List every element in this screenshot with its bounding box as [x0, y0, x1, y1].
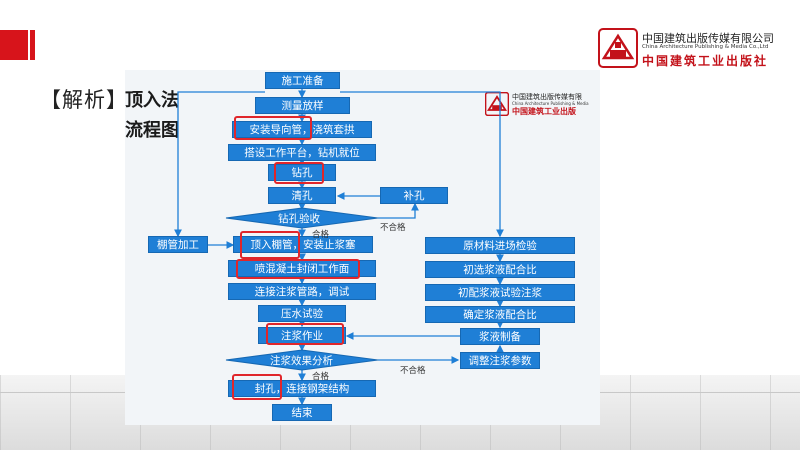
- accent-bar-thin: [30, 30, 35, 60]
- step-seal: 封孔，连接钢架结构: [228, 380, 376, 397]
- step-adjust: 调整注浆参数: [460, 352, 540, 369]
- label-pass-2: 合格: [312, 372, 330, 382]
- decision-effect: 注浆效果分析: [270, 355, 333, 367]
- publisher-emblem-icon: [598, 28, 638, 68]
- accent-bar: [0, 30, 28, 60]
- step-pipe-process: 棚管加工: [148, 236, 208, 253]
- label-pass-1: 合格: [312, 230, 330, 240]
- figure-title-line1: 顶入法: [125, 90, 179, 111]
- step-jack-in: 顶入棚管，安装止浆塞: [233, 236, 373, 253]
- step-platform: 搭设工作平台，钻机就位: [228, 144, 376, 161]
- figure-publisher-name-en: China Architecture Publishing & Media: [512, 101, 589, 106]
- step-patch: 补孔: [380, 187, 448, 204]
- highlight-guide-pipe: [234, 116, 312, 140]
- step-clean: 清孔: [268, 187, 336, 204]
- publisher-calligraphy: 中国建筑工业出版社: [642, 54, 769, 68]
- publisher-name: 中国建筑出版传媒有限公司: [642, 32, 774, 45]
- slide-title: 【解析】: [40, 88, 128, 112]
- step-mix-test: 初配浆液试验注浆: [425, 284, 575, 301]
- step-connect: 连接注浆管路，调试: [228, 283, 376, 300]
- publisher-name-en: China Architecture Publishing & Media Co…: [642, 44, 769, 50]
- step-mix-final: 确定浆液配合比: [425, 306, 575, 323]
- decision-inspect: 钻孔验收: [278, 213, 320, 225]
- label-fail-2: 不合格: [400, 366, 426, 376]
- highlight-jack-in: [240, 231, 300, 259]
- step-slurry: 浆液制备: [460, 328, 540, 345]
- publisher-logo: 中国建筑出版传媒有限公司 China Architecture Publishi…: [598, 28, 778, 72]
- highlight-grouting: [266, 323, 344, 345]
- highlight-shotcrete: [236, 259, 360, 279]
- label-fail-1: 不合格: [380, 223, 406, 233]
- figure-publisher-name: 中国建筑出版传媒有限: [512, 93, 582, 101]
- step-grouting: 注浆作业: [258, 327, 346, 344]
- step-shotcrete: 喷混凝土封闭工作面: [228, 260, 376, 277]
- step-pressure-test: 压水试验: [258, 305, 346, 322]
- step-survey: 测量放样: [255, 97, 350, 114]
- step-material: 原材料进场检验: [425, 237, 575, 254]
- step-mix-initial: 初选浆液配合比: [425, 261, 575, 278]
- highlight-seal: [232, 374, 282, 400]
- figure-publisher-calligraphy: 中国建筑工业出版: [512, 106, 576, 116]
- highlight-drill: [274, 162, 324, 184]
- figure-publisher-logo: 中国建筑出版传媒有限 China Architecture Publishing…: [485, 92, 600, 122]
- step-end: 结束: [272, 404, 332, 421]
- step-prep: 施工准备: [265, 72, 340, 89]
- step-guide-pipe: 安装导向管，浇筑套拱: [232, 121, 372, 138]
- step-drill: 钻孔: [268, 164, 336, 181]
- figure-title-line2: 流程图: [125, 120, 179, 141]
